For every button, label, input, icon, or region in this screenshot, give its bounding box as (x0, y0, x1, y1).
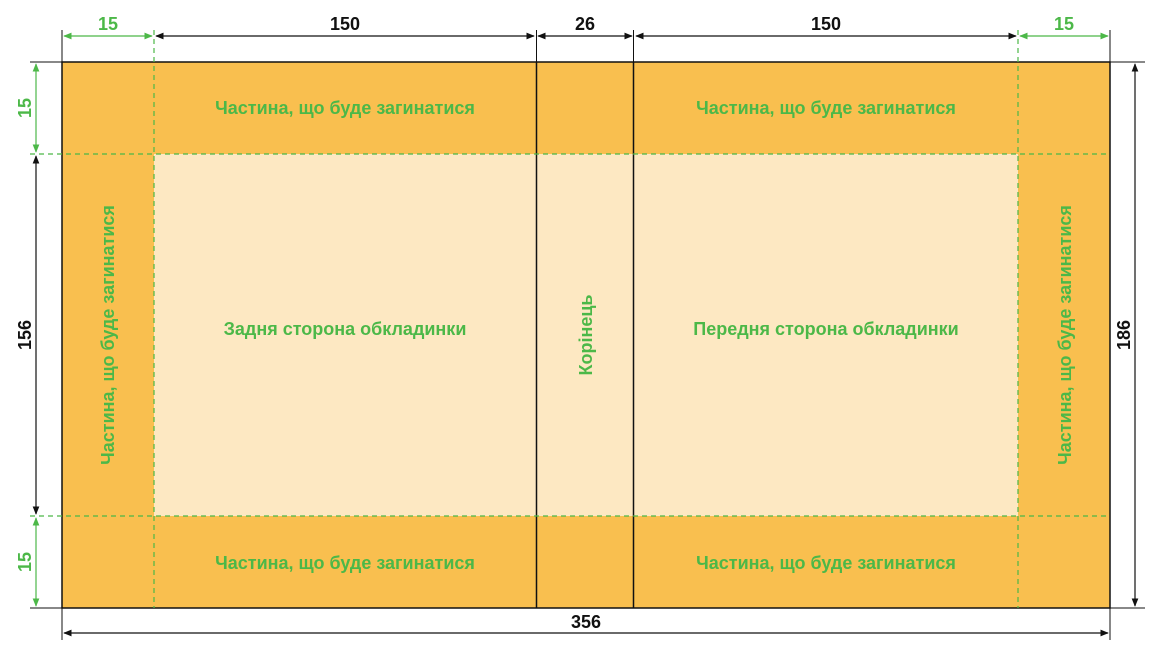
fold-label-bottom-left: Частина, що буде загинатися (215, 553, 475, 573)
dim-top-fold-left: 15 (98, 14, 118, 34)
back-cover-area (154, 154, 536, 516)
dim-left-fold-top: 15 (15, 98, 35, 118)
fold-label-bottom-right: Частина, що буде загинатися (696, 553, 956, 573)
front-cover-label: Передня сторона обкладинки (693, 319, 958, 339)
dim-top-back: 150 (330, 14, 360, 34)
spine-area (536, 154, 634, 516)
fold-label-left: Частина, що буде загинатися (98, 205, 118, 465)
sheet-outline (61, 61, 1111, 609)
fold-label-top-right: Частина, що буде загинатися (696, 98, 956, 118)
spine-label: Корінець (576, 295, 596, 376)
dim-left-height: 156 (15, 320, 35, 350)
dim-bottom-total-width: 356 (571, 612, 601, 632)
dim-top-spine: 26 (575, 14, 595, 34)
fold-label-right: Частина, що буде загинатися (1055, 205, 1075, 465)
fold-label-top-left: Частина, що буде загинатися (215, 98, 475, 118)
dim-right-total-height: 186 (1114, 320, 1134, 350)
dim-top-front: 150 (811, 14, 841, 34)
back-cover-label: Задня сторона обкладинки (224, 319, 467, 339)
dim-top-fold-right: 15 (1054, 14, 1074, 34)
dim-left-fold-bottom: 15 (15, 552, 35, 572)
front-cover-area (634, 154, 1018, 516)
